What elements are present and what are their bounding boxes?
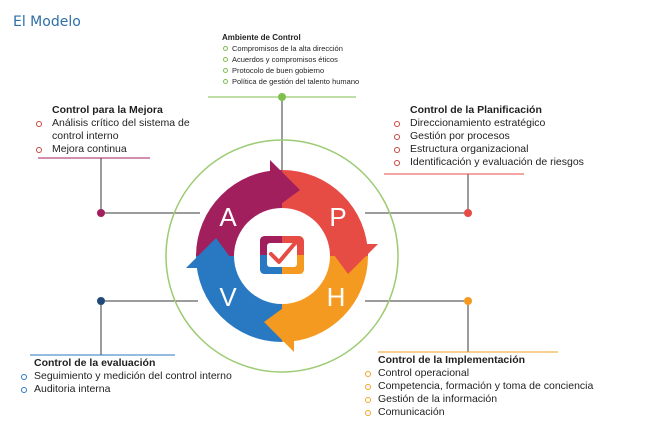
list-item: control interno	[52, 130, 119, 142]
bullet-icon	[365, 410, 371, 416]
bullet-icon	[394, 121, 400, 127]
arrow-a-to-p	[270, 160, 300, 212]
list-item: Protocolo de buen gobierno	[222, 65, 359, 76]
box-mejora: Control para la Mejora Análisis crítico …	[36, 104, 190, 156]
list-item: Identificación y evaluación de riesgos	[392, 156, 584, 169]
node-left-top	[97, 209, 105, 217]
list-item: Política de gestión del talento humano	[222, 76, 359, 87]
list-item: Auditoria interna	[20, 383, 232, 396]
list-item: Direccionamiento estratégico	[392, 117, 584, 130]
list-item: Competencia, formación y toma de concien…	[364, 380, 593, 393]
node-right-top	[464, 209, 472, 217]
letter-h: H	[327, 282, 346, 312]
bullet-icon	[394, 134, 400, 140]
bullet-icon	[394, 147, 400, 153]
bullet-icon	[365, 371, 371, 377]
list-item: Control operacional	[364, 367, 593, 380]
segment-p	[282, 170, 368, 256]
node-right-bottom	[464, 297, 472, 305]
list-item: Acuerdos y compromisos éticos	[222, 54, 359, 65]
box-planificacion: Control de la Planificación Direccionami…	[394, 104, 584, 169]
segment-h	[282, 256, 368, 342]
list-item: Análisis crítico del sistema de	[34, 117, 190, 130]
bullet-icon	[223, 68, 228, 73]
box-ambiente-title: Ambiente de Control	[222, 33, 301, 42]
bullet-icon	[36, 121, 42, 127]
box-planificacion-title: Control de la Planificación	[410, 104, 542, 116]
outer-ring	[165, 139, 399, 373]
page-title: El Modelo	[13, 14, 81, 30]
list-item: Compromisos de la alta dirección	[222, 43, 359, 54]
arrow-v-to-a	[186, 238, 238, 268]
letter-a: A	[219, 202, 237, 232]
box-implementacion-title: Control de la Implementación	[378, 354, 526, 366]
arrow-p-to-h	[326, 244, 378, 274]
box-evaluacion-title: Control de la evaluación	[34, 357, 156, 369]
bullet-icon	[223, 79, 228, 84]
box-evaluacion: Control de la evaluación Seguimiento y m…	[21, 357, 232, 396]
node-left-bottom	[97, 297, 105, 305]
box-implementacion: Control de la Implementación Control ope…	[365, 354, 593, 419]
list-item: Comunicación	[364, 406, 593, 419]
list-item: Mejora continua	[34, 143, 190, 156]
bullet-icon	[21, 387, 27, 393]
box-mejora-title: Control para la Mejora	[52, 104, 163, 116]
bullet-icon	[21, 374, 27, 380]
check-icon	[260, 236, 304, 274]
segment-a	[196, 170, 282, 256]
letter-p: P	[329, 202, 346, 232]
bullet-icon	[365, 384, 371, 390]
list-item: Gestión por procesos	[392, 130, 584, 143]
node-top	[278, 93, 286, 101]
bullet-icon	[36, 147, 42, 153]
list-item: Gestión de la información	[364, 393, 593, 406]
bullet-icon	[394, 160, 400, 166]
arrow-h-to-v	[264, 300, 294, 352]
list-item: Estructura organizacional	[392, 143, 584, 156]
list-item: Seguimiento y medición del control inter…	[20, 370, 232, 383]
bullet-icon	[365, 397, 371, 403]
box-ambiente: Ambiente de Control Compromisos de la al…	[222, 33, 359, 87]
letter-v: V	[219, 282, 237, 312]
bullet-icon	[223, 57, 228, 62]
bullet-icon	[223, 46, 228, 51]
segment-v	[196, 256, 282, 342]
